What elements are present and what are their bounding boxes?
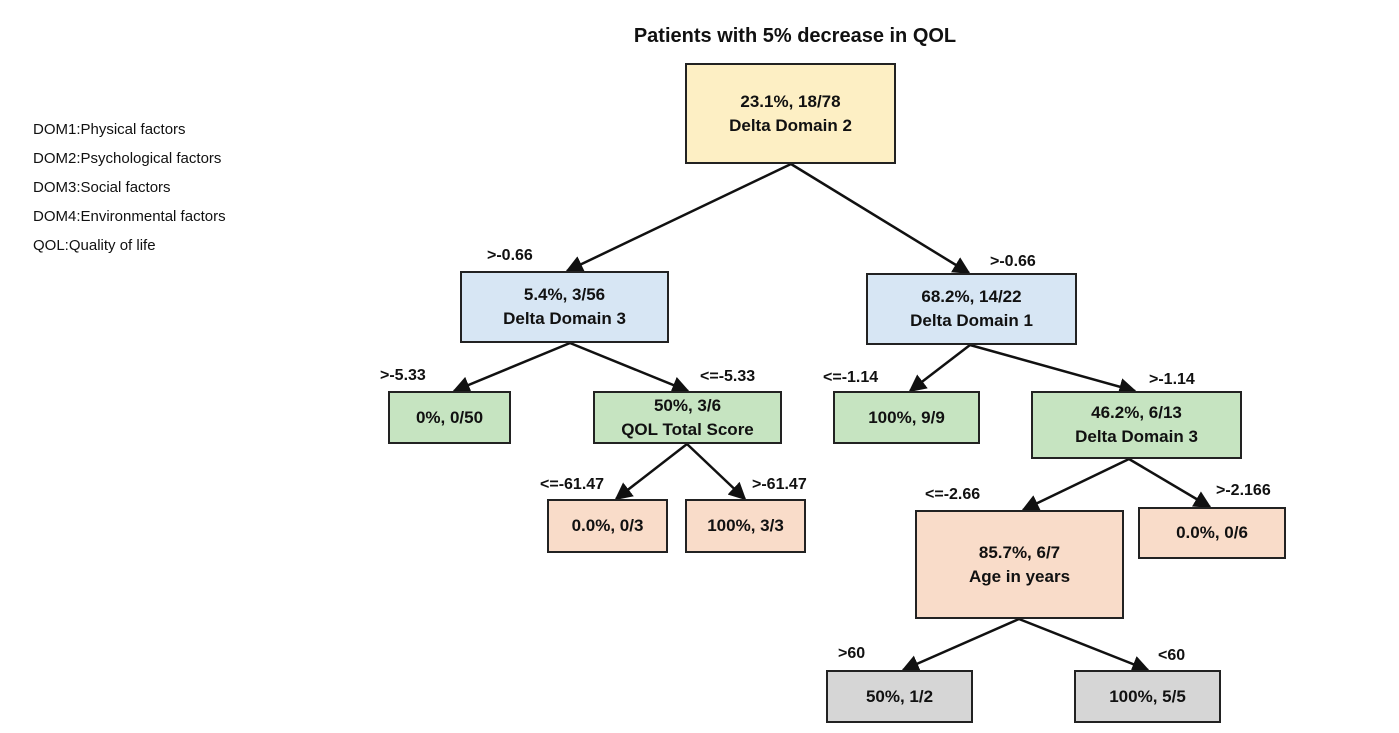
edge-root-left <box>565 162 792 273</box>
edge-label-right-rl: <=-1.14 <box>823 369 879 386</box>
node-root-stat: 23.1%, 18/78 <box>740 91 841 111</box>
edge-label-lr-lrl: <=-61.47 <box>540 476 605 493</box>
edge-label-rrl-rrlr: <60 <box>1158 647 1186 664</box>
node-rl-stat: 100%, 9/9 <box>868 407 945 427</box>
edge-lr-lrr <box>686 443 747 501</box>
edge-label-rrl-rrll: >60 <box>838 645 866 662</box>
edge-label-root-right: >-0.66 <box>990 253 1036 270</box>
edge-label-right-rr: >-1.14 <box>1149 371 1195 388</box>
node-lrl-stat: 0.0%, 0/3 <box>571 516 644 535</box>
node-right-var: Delta Domain 1 <box>910 311 1033 330</box>
node-right: 68.2%, 14/22 Delta Domain 1 <box>866 273 1077 345</box>
node-rrr: 0.0%, 0/6 <box>1138 507 1286 559</box>
node-rrll: 50%, 1/2 <box>826 670 973 723</box>
edge-left-lr <box>569 341 690 394</box>
legend-item-dom1: DOM1:Physical factors <box>33 121 186 138</box>
node-rrl: 85.7%, 6/7 Age in years <box>915 510 1124 619</box>
node-rrlr: 100%, 5/5 <box>1074 670 1221 723</box>
node-lrr: 100%, 3/3 <box>685 499 806 553</box>
edge-label-left-lr: <=-5.33 <box>700 368 756 385</box>
node-root-var: Delta Domain 2 <box>729 115 852 135</box>
edge-rr-rrl <box>1021 457 1130 512</box>
node-left-stat: 5.4%, 3/56 <box>523 285 606 304</box>
edge-rr-rrr <box>1128 457 1212 509</box>
node-lrr-stat: 100%, 3/3 <box>707 516 784 535</box>
node-ll-stat: 0%, 0/50 <box>415 407 484 427</box>
node-left-var: Delta Domain 3 <box>503 309 626 328</box>
node-rrlr-stat: 100%, 5/5 <box>1109 686 1186 706</box>
edge-root-right <box>790 162 971 275</box>
node-lr: 50%, 3/6 QOL Total Score <box>593 391 782 444</box>
legend-item-qol: QOL:Quality of life <box>33 237 156 254</box>
edge-label-rr-rrr: >-2.166 <box>1216 482 1271 499</box>
node-ll: 0%, 0/50 <box>388 391 511 444</box>
node-rr-stat: 46.2%, 6/13 <box>1091 403 1182 422</box>
node-left: 5.4%, 3/56 Delta Domain 3 <box>460 271 669 343</box>
node-lr-stat: 50%, 3/6 <box>653 395 722 415</box>
node-rrr-stat: 0.0%, 0/6 <box>1176 523 1248 542</box>
node-rr-var: Delta Domain 3 <box>1075 427 1198 446</box>
node-root: 23.1%, 18/78 Delta Domain 2 <box>685 63 896 164</box>
node-rrl-stat: 85.7%, 6/7 <box>978 542 1061 562</box>
edge-lr-lrl <box>614 443 688 501</box>
node-right-stat: 68.2%, 14/22 <box>921 287 1022 306</box>
edge-label-rr-rrl: <=-2.66 <box>925 486 981 503</box>
edge-left-ll <box>452 341 571 394</box>
node-rrl-var: Age in years <box>968 566 1071 586</box>
edge-right-rl <box>908 344 971 393</box>
legend: DOM1:Physical factors DOM2:Psychological… <box>33 120 226 265</box>
node-lrl: 0.0%, 0/3 <box>547 499 668 553</box>
node-rrll-stat: 50%, 1/2 <box>865 686 934 706</box>
diagram-title: Patients with 5% decrease in QOL <box>633 25 957 47</box>
edge-right-rr <box>969 343 1137 396</box>
edge-label-left-ll: >-5.33 <box>380 367 426 384</box>
node-rr: 46.2%, 6/13 Delta Domain 3 <box>1031 391 1242 459</box>
node-rl: 100%, 9/9 <box>833 391 980 444</box>
edge-label-lr-lrr: >-61.47 <box>752 476 807 493</box>
node-lr-var: QOL Total Score <box>621 419 754 439</box>
legend-item-dom3: DOM3:Social factors <box>33 179 171 196</box>
edge-rrl-rrll <box>901 617 1020 672</box>
legend-item-dom2: DOM2:Psychological factors <box>33 150 222 167</box>
edge-label-root-left: >-0.66 <box>487 247 533 264</box>
legend-item-dom4: DOM4:Environmental factors <box>33 208 226 225</box>
edge-rrl-rrlr <box>1018 617 1150 673</box>
